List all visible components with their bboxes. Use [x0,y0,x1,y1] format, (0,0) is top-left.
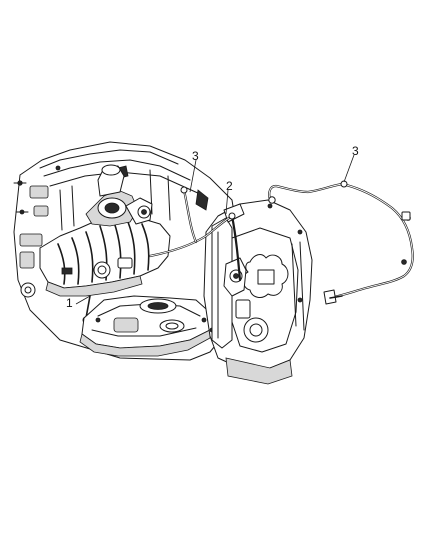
callout-3-right: 3 [352,144,359,158]
callout-2: 2 [226,179,233,193]
callout-labels: 3 2 3 1 [66,144,359,310]
vent-hose-left [148,186,242,282]
callout-3-left: 3 [192,149,199,163]
intake-manifold [39,164,171,324]
callout-leaders [75,154,355,305]
lower-pan [79,295,215,357]
callout-1: 1 [66,296,73,310]
